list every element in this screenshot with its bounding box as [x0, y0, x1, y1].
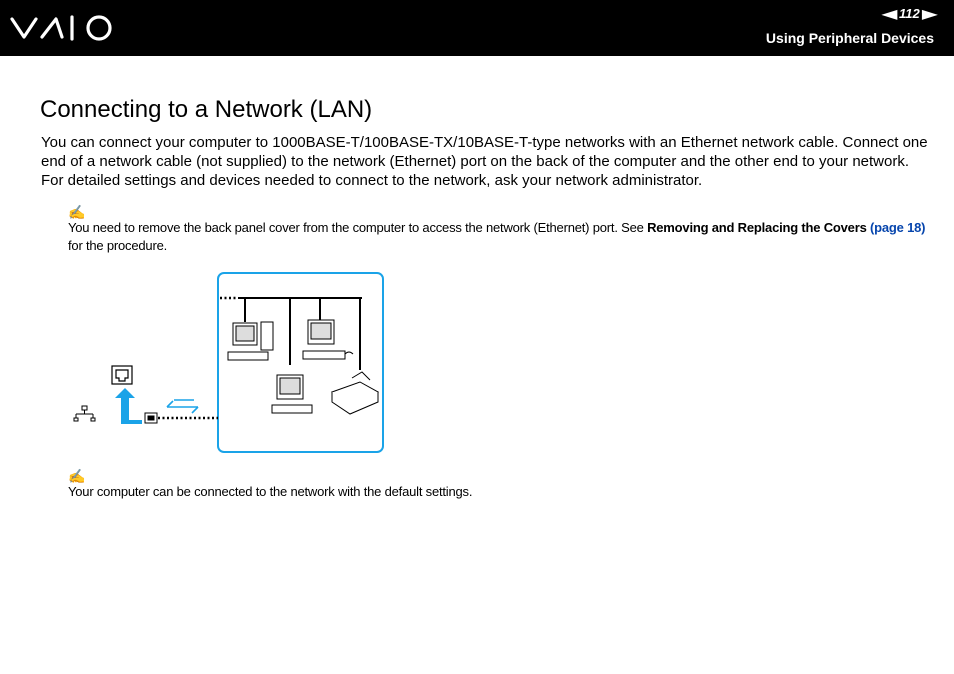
page-title: Connecting to a Network (LAN) — [40, 96, 373, 123]
note-text: Your computer can be connected to the ne… — [68, 484, 473, 499]
next-page-arrow-icon[interactable]: ▶ — [921, 6, 937, 21]
note-default-settings: ✍ Your computer can be connected to the … — [68, 469, 928, 501]
desktop-computer-icon — [302, 319, 354, 360]
page-header: ◀ 112 ▶ Using Peripheral Devices — [0, 0, 954, 56]
network-symbol-icon — [73, 405, 96, 422]
printer-icon — [330, 371, 380, 415]
pencil-note-icon: ✍ — [68, 204, 86, 220]
previous-page-arrow-icon[interactable]: ◀ — [882, 6, 897, 21]
vaio-logo-icon — [10, 15, 112, 41]
note-text: You need to remove the back panel cover … — [68, 220, 926, 253]
network-connection-diagram — [73, 272, 384, 453]
desktop-computer-icon — [271, 374, 313, 414]
network-frame — [217, 272, 384, 453]
ethernet-port-icon — [111, 365, 133, 385]
double-arrow-icon — [166, 399, 199, 414]
network-cable-plug-icon — [144, 412, 158, 424]
desktop-computer-icon — [227, 321, 274, 361]
page-pager: ◀ 112 ▶ — [882, 6, 937, 21]
intro-paragraph: You can connect your computer to 1000BAS… — [41, 134, 928, 189]
page-number: 112 — [899, 6, 920, 21]
section-title: Using Peripheral Devices — [765, 30, 934, 46]
covers-reference: Removing and Replacing the Covers — [647, 220, 867, 235]
connect-arrow-icon — [115, 388, 142, 424]
page-18-link[interactable]: (page 18) — [870, 220, 926, 235]
note-remove-cover: ✍ You need to remove the back panel cove… — [68, 205, 928, 255]
pencil-note-icon: ✍ — [68, 468, 86, 484]
